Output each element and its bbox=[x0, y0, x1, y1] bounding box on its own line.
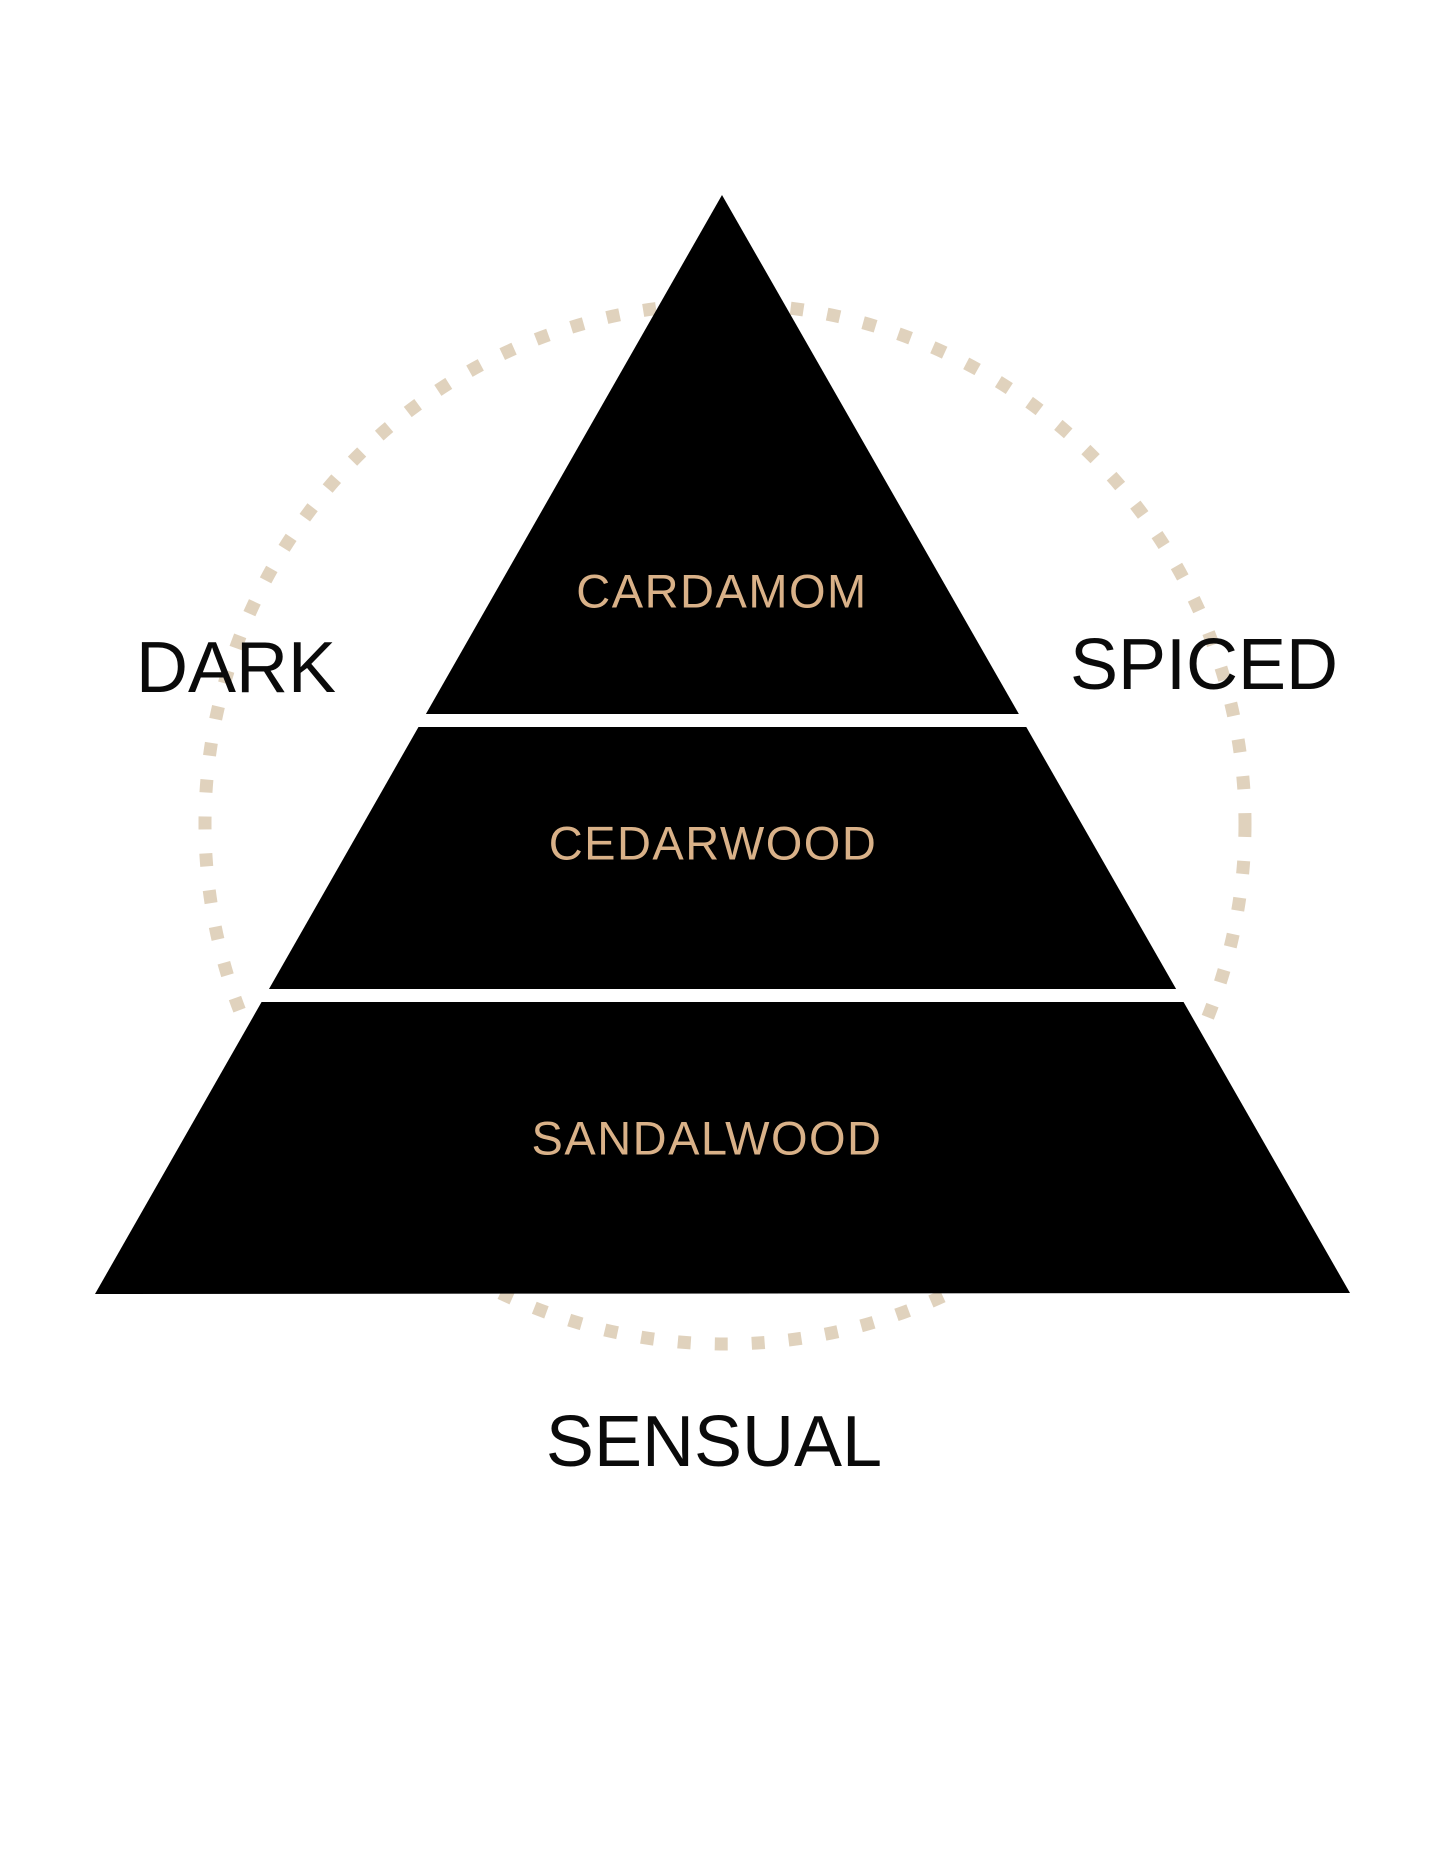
tier-divider-bottom bbox=[255, 989, 1189, 1002]
tier-divider-top bbox=[414, 714, 1030, 727]
pyramid-body bbox=[95, 195, 1350, 1294]
